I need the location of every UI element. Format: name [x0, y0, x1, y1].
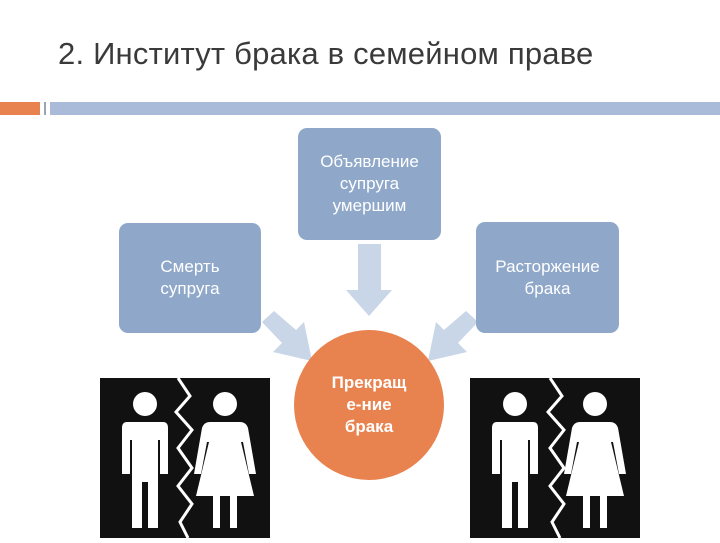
- title-rule-accent: [0, 102, 40, 115]
- node-divorce-label: Расторжение брака: [495, 256, 600, 298]
- broken-couple-icon: [100, 377, 270, 543]
- center-node-termination: Прекращ е-ние брака: [294, 330, 444, 480]
- node-declared-dead-label: Объявление супруга умершим: [320, 152, 419, 215]
- node-divorce: Расторжение брака: [476, 222, 619, 333]
- title-rule: [50, 102, 720, 115]
- center-node-label: Прекращ е-ние брака: [331, 373, 407, 436]
- broken-couple-icon: [470, 377, 640, 543]
- title-rule-divider: [44, 102, 46, 115]
- node-spouse-death: Смерть супруга: [119, 223, 261, 333]
- arrow-top: [346, 244, 392, 316]
- arrow-right: [428, 311, 478, 361]
- node-declared-dead: Объявление супруга умершим: [298, 128, 441, 240]
- arrow-left: [262, 311, 312, 361]
- node-spouse-death-label: Смерть супруга: [160, 257, 220, 298]
- slide-title: 2. Институт брака в семейном праве: [58, 36, 594, 71]
